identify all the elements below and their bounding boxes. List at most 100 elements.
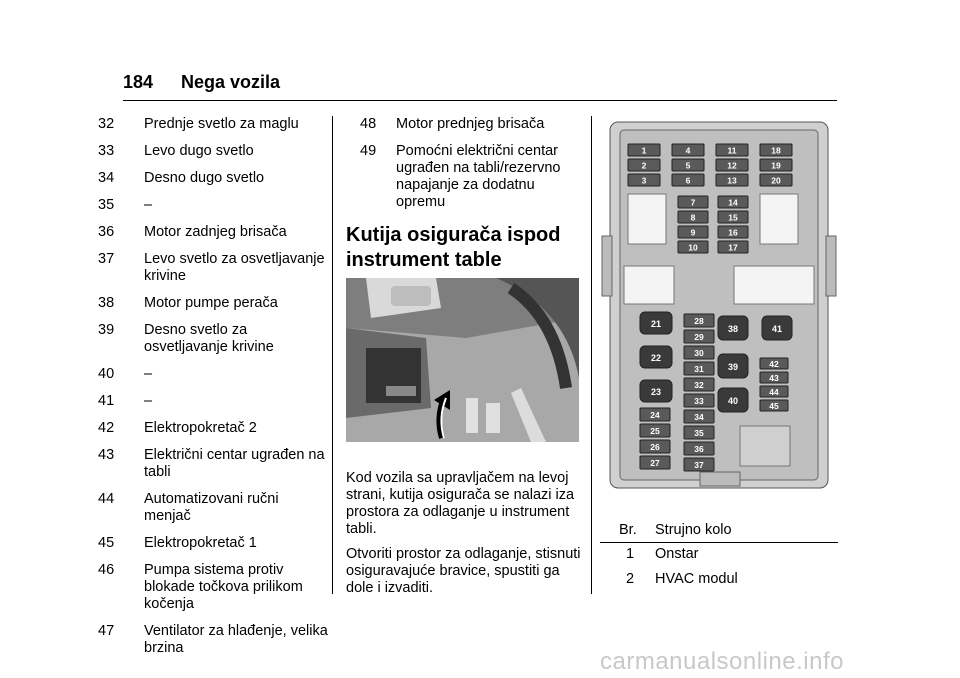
item-number: 42 (98, 420, 115, 436)
page-header: 184 Nega vozila (123, 70, 837, 101)
item-number: 45 (98, 535, 115, 551)
table-cell-number: 1 (626, 546, 635, 562)
fuse (683, 457, 715, 472)
fuse (627, 143, 661, 157)
column-divider-2 (591, 116, 592, 594)
relay-slot (759, 193, 799, 245)
relay-slot (623, 265, 675, 305)
fuse-label: 31 (694, 364, 704, 374)
relay (639, 345, 673, 369)
fuse (715, 158, 749, 172)
item-text: Levo svetlo za osvetljavanje krivine (144, 251, 325, 284)
fuse-label: 40 (728, 396, 738, 406)
fuse-label: 3 (642, 176, 647, 186)
fuse-label: 5 (686, 161, 691, 171)
fuse (683, 361, 715, 376)
table-cell-circuit: HVAC modul (655, 571, 738, 587)
fuse (683, 409, 715, 424)
list-item: 42 Elektropokretač 2 (98, 420, 328, 437)
fuse-label: 29 (694, 332, 704, 342)
fuse (639, 439, 671, 454)
fuse (671, 158, 705, 172)
watermark: carmanualsonline.info (600, 648, 844, 675)
connector (739, 425, 791, 467)
fuse-label: 24 (650, 410, 660, 420)
item-text: Prednje svetlo za maglu (144, 116, 299, 132)
instruction-text: Kod vozila sa upravljačem na levoj stran… (346, 470, 582, 605)
fuse-label: 9 (691, 228, 696, 238)
relay (761, 315, 793, 341)
fuse-label: 34 (694, 412, 704, 422)
list-item: 40– (98, 366, 328, 383)
fuse (717, 195, 749, 209)
fuse-label: 2 (642, 161, 647, 171)
item-text: – (144, 197, 153, 213)
relay-slot (627, 193, 667, 245)
fuse (639, 455, 671, 470)
fuse (627, 173, 661, 187)
relay (717, 315, 749, 341)
table-header-circuit: Strujno kolo (655, 522, 732, 538)
fuse (715, 143, 749, 157)
list-item: 37 Levo svetlo za osvetljavanje krivine (98, 251, 328, 285)
fuse (717, 240, 749, 254)
fuse-label: 26 (650, 442, 660, 452)
item-text: Desno dugo svetlo (144, 170, 265, 186)
fuse-label: 27 (650, 458, 660, 468)
page-number: 184 (123, 72, 154, 92)
fuse-label: 33 (694, 396, 704, 406)
fuse-label: 44 (769, 387, 779, 397)
list-item: 43 Električni centar ugrađen na tabli (98, 447, 328, 481)
fuse (627, 158, 661, 172)
fuse (717, 225, 749, 239)
fuse-label: 25 (650, 426, 660, 436)
paragraph-location: Kod vozila sa upravljačem na levoj stran… (346, 470, 575, 537)
fuse (639, 407, 671, 422)
fuse-label: 38 (728, 324, 738, 334)
item-number: 44 (98, 491, 115, 507)
item-number: 37 (98, 251, 115, 267)
item-number: 33 (98, 143, 115, 159)
item-text: Električni centar ugrađen na tabli (144, 447, 325, 480)
fuse-label: 4 (686, 146, 691, 156)
relay (639, 311, 673, 335)
item-text: – (144, 393, 153, 409)
circuit-table-header: Br. Strujno kolo (600, 520, 838, 543)
table-header-number: Br. (619, 522, 637, 538)
item-number: 39 (98, 322, 115, 338)
fuse (677, 195, 709, 209)
paragraph-removal: Otvoriti prostor za odlaganje, stisnuti … (346, 546, 581, 596)
fuse-label: 19 (771, 161, 781, 171)
item-text: Elektropokretač 2 (144, 420, 257, 436)
fuse (717, 210, 749, 224)
fuse (759, 357, 789, 370)
fuse-label: 18 (771, 146, 781, 156)
item-text: Levo dugo svetlo (144, 143, 254, 159)
item-number: 43 (98, 447, 115, 463)
fuse-label: 17 (728, 243, 738, 253)
item-number: 38 (98, 295, 115, 311)
fuse (671, 143, 705, 157)
fuse-label: 37 (694, 460, 704, 470)
item-number: 47 (98, 623, 115, 639)
item-text: Pumpa sistema protiv blokade točkova pri… (144, 562, 303, 612)
fuse-label: 23 (651, 387, 661, 397)
relay-slot (733, 265, 815, 305)
item-number: 40 (98, 366, 115, 382)
fuse (683, 345, 715, 360)
item-text: Motor zadnjeg brisača (144, 224, 287, 240)
section-heading: Kutija osigurača ispod instrument table (346, 224, 561, 271)
item-number: 41 (98, 393, 115, 409)
fuse (677, 240, 709, 254)
list-item: 33 Levo dugo svetlo (98, 143, 328, 160)
fuse-label: 42 (769, 359, 779, 369)
fuse-label: 22 (651, 353, 661, 363)
